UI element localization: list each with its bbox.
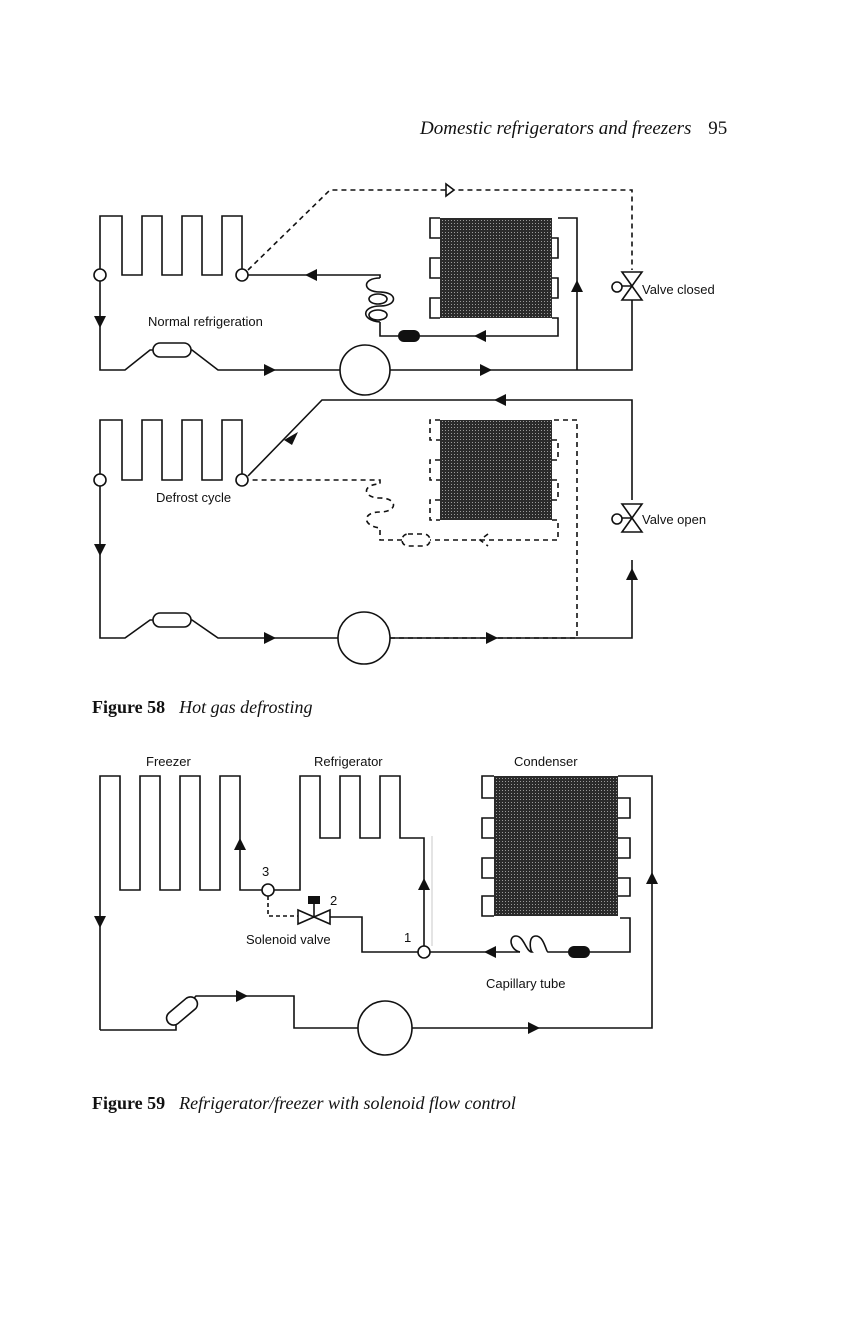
- figure59-title: Refrigerator/freezer with solenoid flow …: [179, 1093, 516, 1113]
- refrigerator-evaporator: [274, 776, 424, 946]
- compressor-fig59: [358, 1001, 412, 1055]
- label-valve-open: Valve open: [642, 512, 706, 527]
- capillary-coil-top: [366, 278, 398, 336]
- label-valve-closed: Valve closed: [642, 282, 715, 297]
- figure59-caption: Figure 59 Refrigerator/freezer with solen…: [92, 1093, 516, 1114]
- capillary-coil: [511, 936, 568, 952]
- condenser-grid: [494, 776, 618, 916]
- label-capillary-tube: Capillary tube: [486, 976, 566, 991]
- drier-fig59: [164, 994, 201, 1028]
- label-solenoid-valve: Solenoid valve: [246, 932, 331, 947]
- figure59-number: Figure 59: [92, 1093, 165, 1113]
- strainer-top: [398, 330, 420, 342]
- figure59-diagram: [94, 776, 658, 1055]
- figure58-caption: Figure 58 Hot gas defrosting: [92, 697, 313, 718]
- label-point-1: 1: [404, 930, 411, 945]
- figure58-top-panel: [94, 184, 642, 395]
- drier-top: [153, 343, 191, 357]
- figure58-number: Figure 58: [92, 697, 165, 717]
- label-point-2: 2: [330, 893, 337, 908]
- label-defrost-cycle: Defrost cycle: [156, 490, 231, 505]
- label-normal-refrigeration: Normal refrigeration: [148, 314, 263, 329]
- label-refrigerator: Refrigerator: [314, 754, 383, 769]
- compressor-bottom: [338, 612, 390, 664]
- junction-3: [262, 884, 274, 896]
- evaporator-coil: [100, 216, 242, 275]
- label-point-3: 3: [262, 864, 269, 879]
- condenser-bottom: [440, 420, 552, 520]
- strainer: [568, 946, 590, 958]
- label-condenser: Condenser: [514, 754, 578, 769]
- evaporator-coil-defrost: [100, 420, 242, 480]
- evaporator-outlet-node: [236, 269, 248, 281]
- condenser-top: [440, 218, 552, 318]
- compressor-top: [340, 345, 390, 395]
- figure58-bottom-panel: [94, 394, 642, 664]
- label-freezer: Freezer: [146, 754, 191, 769]
- figure58-title: Hot gas defrosting: [179, 697, 312, 717]
- drier-bottom: [153, 613, 191, 627]
- junction-1: [418, 946, 430, 958]
- evaporator-inlet-node: [94, 269, 106, 281]
